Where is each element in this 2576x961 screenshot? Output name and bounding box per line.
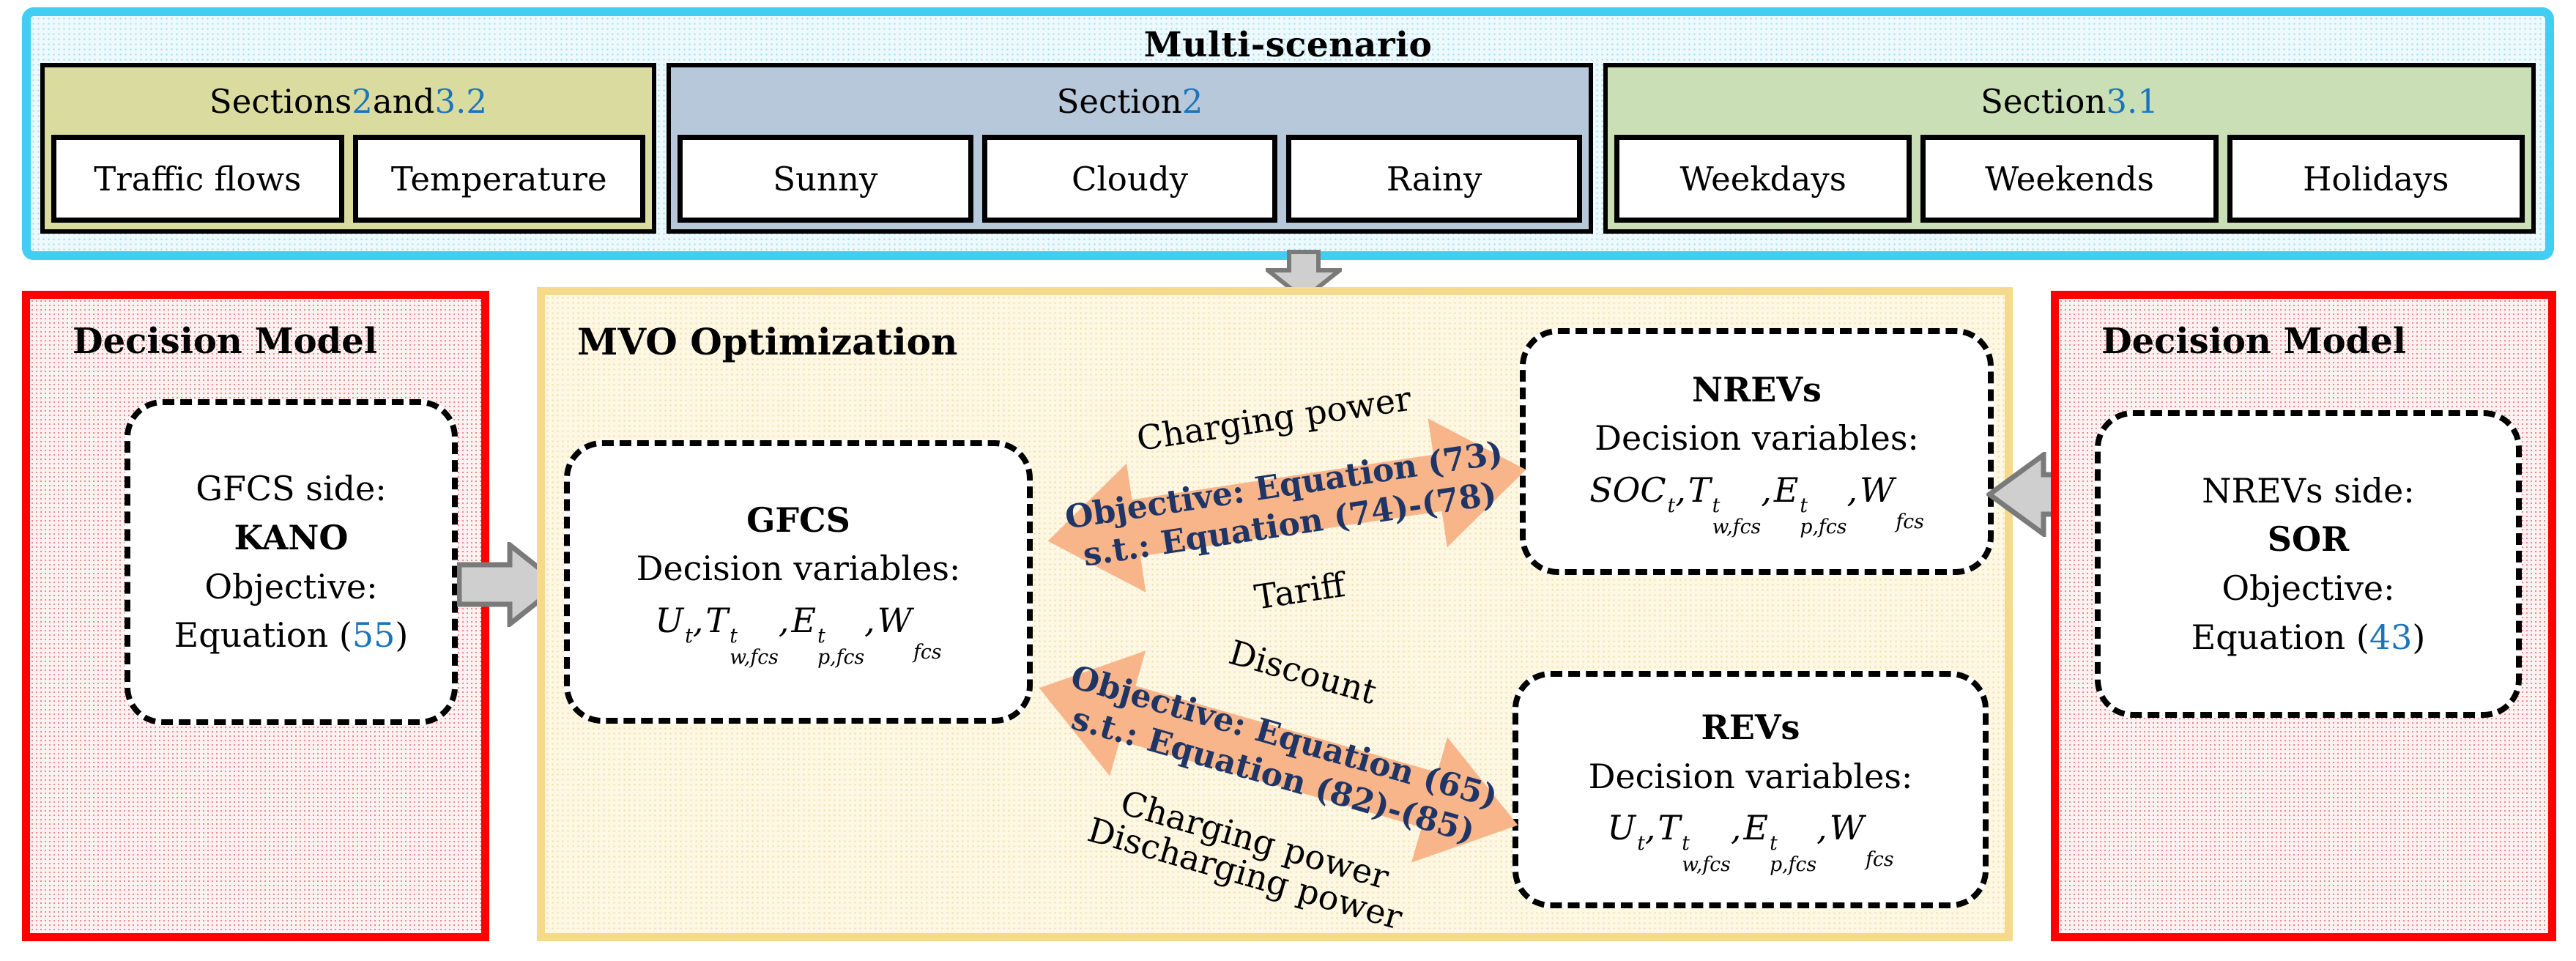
model-side-label: NREVs side: bbox=[2202, 470, 2415, 511]
scenario-box-holidays: Holidays bbox=[2227, 135, 2525, 223]
entity-name: REVs bbox=[1701, 708, 1800, 748]
gfcs-revs-exchange-arrow: Discount Objective: Equation (65) s.t.: … bbox=[1001, 587, 1547, 960]
double-arrow-icon: Objective: Equation (73) s.t.: Equation … bbox=[1038, 401, 1537, 609]
mvo-title: MVO Optimization bbox=[577, 320, 958, 363]
entity-name: GFCS bbox=[746, 500, 850, 540]
entity-name: NREVs bbox=[1692, 369, 1822, 409]
model-equation-label: Equation (43) bbox=[2191, 617, 2426, 657]
sor-model-box: NREVs side: SOR Objective: Equation (43) bbox=[2095, 410, 2522, 718]
scenario-group-section-3-1: Section 3.1 Weekdays Weekends Holidays bbox=[1603, 63, 2536, 234]
decision-model-title: Decision Model bbox=[2101, 321, 2406, 362]
group-header: Section 3.1 bbox=[1981, 81, 2159, 121]
model-equation-label: Equation (55) bbox=[174, 615, 409, 656]
double-arrow-shape bbox=[1047, 418, 1526, 593]
double-arrow-shape bbox=[1039, 650, 1518, 863]
model-objective-label: Objective: bbox=[2221, 568, 2395, 608]
scenario-box-temperature: Temperature bbox=[352, 135, 645, 223]
group-header: Section 2 bbox=[1056, 81, 1203, 121]
multi-scenario-panel: Multi-scenario Sections 2 and 3.2 Traffi… bbox=[22, 7, 2554, 260]
group-items: Traffic flows Temperature bbox=[45, 135, 652, 229]
double-arrow-icon: Objective: Equation (65) s.t.: Equation … bbox=[1020, 621, 1537, 892]
group-header: Sections 2 and 3.2 bbox=[209, 81, 488, 121]
scenario-box-weekends: Weekends bbox=[1920, 135, 2219, 223]
flow-arrow-down-icon bbox=[1266, 250, 1342, 301]
model-method-label: SOR bbox=[2267, 519, 2350, 560]
scenario-group-sections-2-3-2: Sections 2 and 3.2 Traffic flows Tempera… bbox=[40, 63, 656, 234]
scenario-box-sunny: Sunny bbox=[678, 135, 973, 223]
multi-scenario-title: Multi-scenario bbox=[1143, 25, 1433, 65]
flow-arrow-right-icon bbox=[457, 542, 563, 627]
scenario-group-section-2: Section 2 Sunny Cloudy Rainy bbox=[667, 63, 1593, 234]
decision-variables-label: Decision variables: bbox=[636, 549, 961, 589]
group-items: Weekdays Weekends Holidays bbox=[1608, 135, 2531, 229]
gfcs-nrevs-exchange-arrow: Charging power Objective: Equation (73) … bbox=[1032, 366, 1541, 645]
decision-model-title: Decision Model bbox=[73, 321, 377, 362]
scenario-box-cloudy: Cloudy bbox=[981, 135, 1278, 223]
scenario-groups-row: Sections 2 and 3.2 Traffic flows Tempera… bbox=[40, 63, 2536, 234]
model-method-label: KANO bbox=[234, 517, 349, 557]
scenario-box-rainy: Rainy bbox=[1286, 135, 1583, 223]
scenario-box-traffic-flows: Traffic flows bbox=[51, 135, 344, 223]
scenario-box-weekdays: Weekdays bbox=[1614, 135, 1912, 223]
decision-variables-label: Decision variables: bbox=[1595, 418, 1919, 459]
decision-variables-label: Decision variables: bbox=[1588, 756, 1913, 796]
kano-model-box: GFCS side: KANO Objective: Equation (55) bbox=[125, 399, 458, 725]
model-side-label: GFCS side: bbox=[196, 469, 387, 509]
model-objective-label: Objective: bbox=[204, 566, 378, 606]
group-items: Sunny Cloudy Rainy bbox=[671, 135, 1589, 229]
